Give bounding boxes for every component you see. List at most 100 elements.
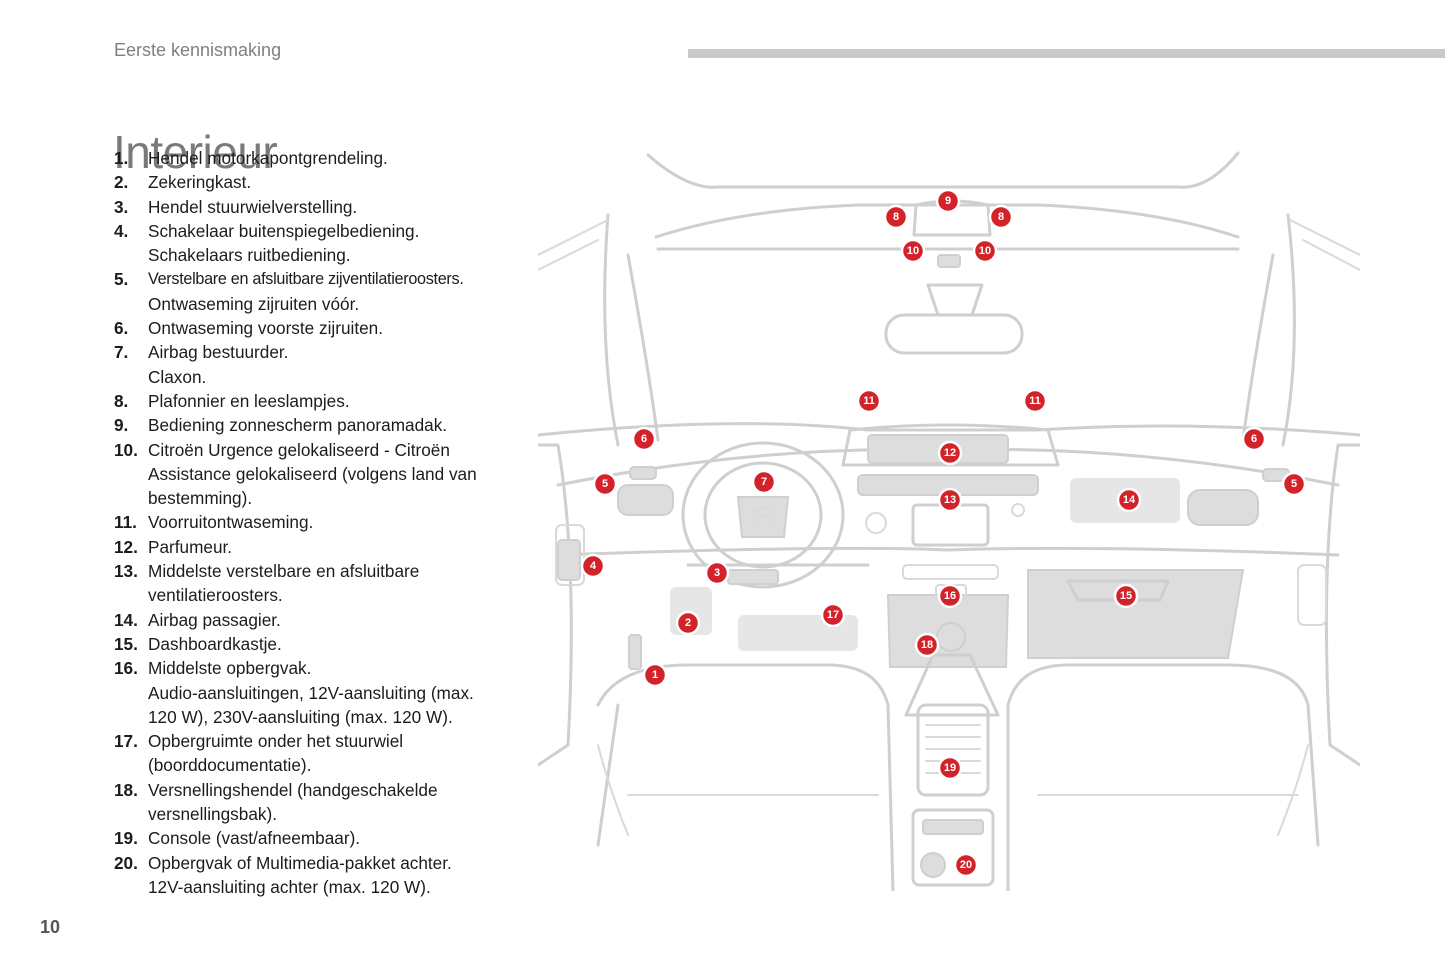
legend-number: 7. bbox=[114, 342, 129, 363]
legend-number: 6. bbox=[114, 318, 129, 339]
callout-6-right: 6 bbox=[1241, 426, 1267, 452]
legend-item: 3.Hendel stuurwielverstelling. bbox=[114, 195, 514, 219]
callout-5-right: 5 bbox=[1281, 471, 1307, 497]
callout-number: 17 bbox=[827, 609, 839, 621]
legend-number: 9. bbox=[114, 415, 129, 436]
legend-number: 19. bbox=[114, 828, 138, 849]
legend-text: versnellingsbak). bbox=[148, 804, 277, 825]
legend-number: 17. bbox=[114, 731, 138, 752]
legend-text: 120 W), 230V-aansluiting (max. 120 W). bbox=[148, 706, 453, 727]
legend-number: 13. bbox=[114, 561, 138, 582]
callout-number: 19 bbox=[944, 762, 956, 774]
legend-item: 2.Zekeringkast. bbox=[114, 170, 514, 194]
legend-text: Middelste verstelbare en afsluitbare bbox=[148, 561, 420, 582]
callout-number: 12 bbox=[944, 447, 956, 459]
callout-number: 10 bbox=[907, 245, 919, 257]
legend-text: Bediening zonnescherm panoramadak. bbox=[148, 415, 448, 436]
callout-11-right: 11 bbox=[1022, 388, 1048, 414]
legend-number: 5. bbox=[114, 269, 129, 290]
callout-8-left: 8 bbox=[883, 204, 909, 230]
callout-3: 3 bbox=[704, 560, 730, 586]
callout-number: 18 bbox=[921, 639, 933, 651]
legend-text: bestemming). bbox=[148, 488, 253, 509]
section-header: Eerste kennismaking bbox=[114, 40, 282, 60]
callout-7: 7 bbox=[751, 469, 777, 495]
legend-text: Audio-aansluitingen, 12V-aansluiting (ma… bbox=[148, 682, 474, 703]
callout-9: 9 bbox=[935, 188, 961, 214]
legend-text: Hendel stuurwielverstelling. bbox=[148, 196, 358, 217]
legend-text: Citroën Urgence gelokaliseerd - Citroën bbox=[148, 439, 450, 460]
callout-13: 13 bbox=[937, 487, 963, 513]
legend-item: 5.Verstelbare en afsluitbare zijventilat… bbox=[114, 267, 514, 316]
callout-number: 1 bbox=[652, 669, 658, 681]
legend-item: 20. Opbergvak of Multimedia-pakket achter… bbox=[114, 851, 514, 900]
callout-number: 11 bbox=[1029, 395, 1041, 407]
callout-14: 14 bbox=[1116, 487, 1142, 513]
legend-number: 16. bbox=[114, 658, 138, 679]
legend-text: Ontwaseming voorste zijruiten. bbox=[148, 318, 383, 339]
callout-10-left: 10 bbox=[900, 238, 926, 264]
callout-number: 5 bbox=[602, 478, 608, 490]
callout-19: 19 bbox=[937, 755, 963, 781]
legend-number: 14. bbox=[114, 609, 138, 630]
callout-number: 11 bbox=[863, 395, 875, 407]
header-bar bbox=[688, 49, 1445, 58]
legend-text: Hendel motorkapontgrendeling. bbox=[148, 148, 388, 168]
legend-number: 8. bbox=[114, 390, 129, 411]
legend-item: 9. Bediening zonnescherm panoramadak. bbox=[114, 413, 514, 437]
page-title: Interieur bbox=[113, 125, 278, 178]
legend-item: 17. Opbergruimte onder het stuurwiel (boor… bbox=[114, 729, 514, 778]
legend-item: 19.Console (vast/afneembaar). bbox=[114, 826, 514, 850]
legend-text: (boorddocumentatie). bbox=[148, 755, 312, 776]
legend-item: 11.Voorruitontwaseming. bbox=[114, 510, 514, 534]
legend-item: 6. Ontwaseming voorste zijruiten. bbox=[114, 316, 514, 340]
callout-11-left: 11 bbox=[856, 388, 882, 414]
page-number: 10 bbox=[40, 917, 61, 937]
callout-12: 12 bbox=[937, 440, 963, 466]
legend-text: 12V-aansluiting achter (max. 120 W). bbox=[148, 876, 431, 897]
legend-number: 20. bbox=[114, 852, 138, 873]
legend-text: Opbergvak of Multimedia-pakket achter. bbox=[148, 852, 452, 873]
legend-text: Zekeringkast. bbox=[148, 172, 252, 193]
callout-number: 9 bbox=[945, 195, 951, 207]
legend-item: 15.Dashboardkastje. bbox=[114, 632, 514, 656]
legend-text: Airbag passagier. bbox=[148, 609, 281, 630]
legend-item: 8. Plafonnier en leeslampjes. bbox=[114, 389, 514, 413]
callout-number: 14 bbox=[1123, 494, 1136, 506]
callout-8-right: 8 bbox=[988, 204, 1014, 230]
legend-text: Claxon. bbox=[148, 366, 207, 387]
callout-number: 8 bbox=[893, 211, 899, 223]
callout-20: 20 bbox=[953, 852, 979, 878]
legend-item: 10. Citroën Urgence gelokaliseerd - Citro… bbox=[114, 438, 514, 511]
legend-text: Dashboardkastje. bbox=[148, 633, 282, 654]
legend-text: Schakelaar buitenspiegelbediening. bbox=[148, 220, 420, 241]
callout-5-left: 5 bbox=[592, 471, 618, 497]
callout-markers: 1 2 3 4 5 5 6 6 7 8 8 9 10 10 11 11 12 1… bbox=[580, 188, 1307, 878]
callout-number: 13 bbox=[944, 494, 956, 506]
callout-number: 8 bbox=[998, 211, 1004, 223]
legend-number: 12. bbox=[114, 536, 138, 557]
legend-item: 14. Airbag passagier. bbox=[114, 608, 514, 632]
callout-number: 7 bbox=[761, 476, 767, 488]
callout-number: 6 bbox=[1251, 433, 1257, 445]
callout-2: 2 bbox=[675, 610, 701, 636]
legend-number: 10. bbox=[114, 439, 138, 460]
legend-text: Middelste opbergvak. bbox=[148, 658, 312, 679]
callout-number: 3 bbox=[714, 567, 720, 579]
legend-text: Airbag bestuurder. bbox=[148, 342, 289, 363]
callout-4: 4 bbox=[580, 553, 606, 579]
callout-number: 15 bbox=[1120, 590, 1132, 602]
callout-number: 4 bbox=[590, 560, 597, 572]
legend-text: Plafonnier en leeslampjes. bbox=[148, 390, 350, 411]
callout-18: 18 bbox=[914, 632, 940, 658]
legend-item: 1.Hendel motorkapontgrendeling. bbox=[114, 146, 514, 170]
legend-text: Schakelaars ruitbediening. bbox=[148, 245, 351, 266]
callout-16: 16 bbox=[937, 583, 963, 609]
legend-text: Opbergruimte onder het stuurwiel bbox=[148, 731, 404, 752]
callout-number: 20 bbox=[960, 859, 972, 871]
callout-number: 6 bbox=[641, 433, 647, 445]
callout-number: 10 bbox=[979, 245, 991, 257]
legend-number: 11. bbox=[114, 512, 137, 533]
callout-number: 5 bbox=[1291, 478, 1297, 490]
